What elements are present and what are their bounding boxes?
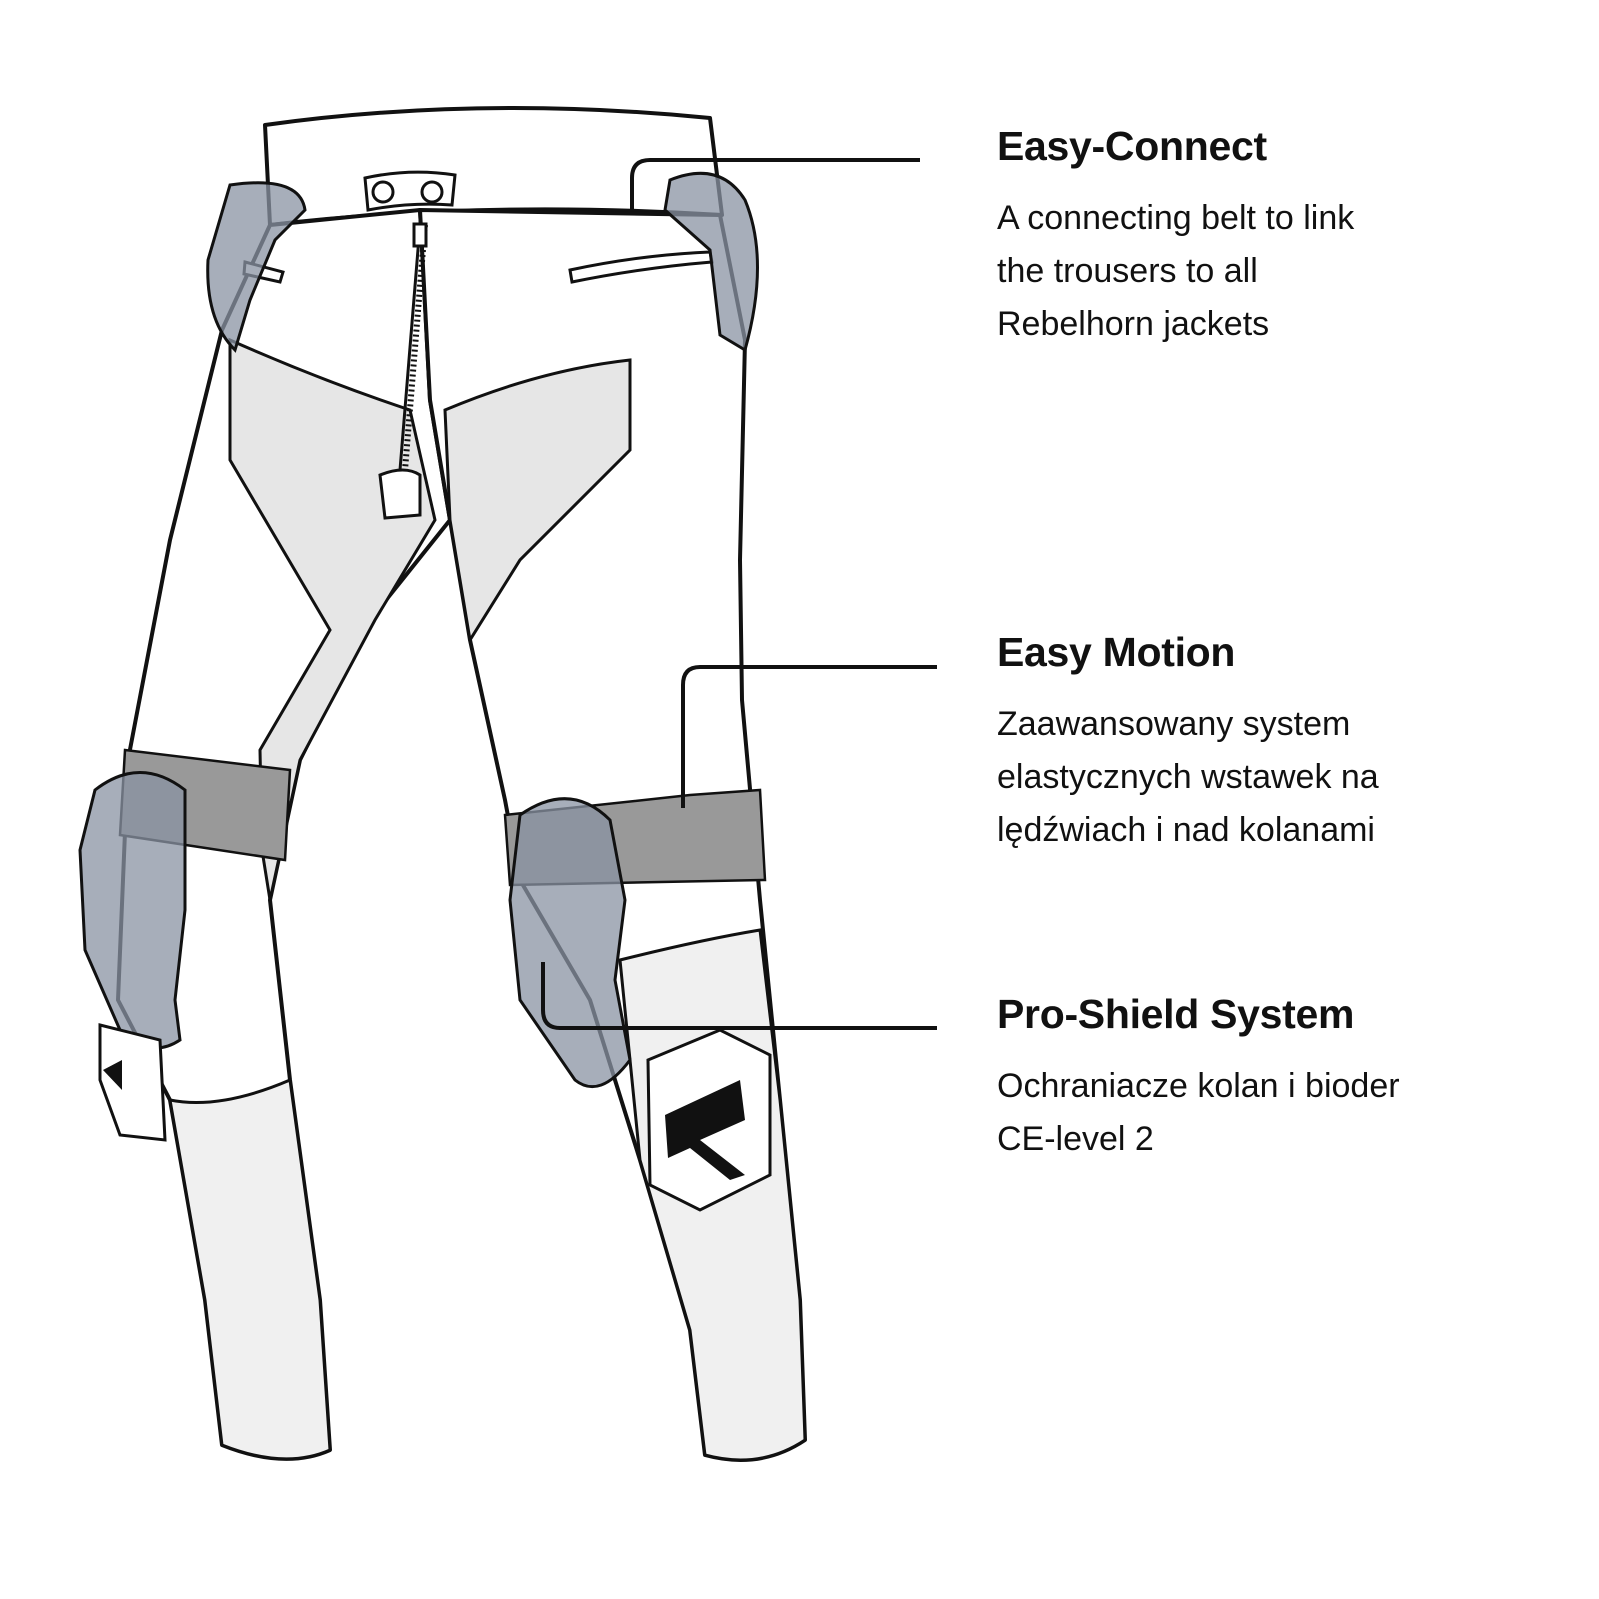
knee-protector-right [508,797,632,1089]
hip-protector-left [206,181,307,353]
description-line: Zaawansowany system [997,705,1351,743]
rebelhorn-logo-plate [98,1023,772,1212]
description-line: the trousers to all [997,252,1258,290]
feature-title: Easy-Connect [997,123,1267,169]
description-line: Rebelhorn jackets [997,305,1270,343]
left-shin-panel [168,1077,332,1461]
description-line: elastycznych wstawek na [997,758,1379,796]
callout-easy-motion [681,665,937,808]
feature-easy-motion: Easy Motion Zaawansowany system elastycz… [997,628,1577,857]
feature-pro-shield: Pro-Shield System Ochraniacze kolan i bi… [997,990,1577,1166]
description-line: CE-level 2 [997,1120,1154,1158]
feature-easy-connect: Easy-Connect A connecting belt to link t… [997,122,1577,351]
feature-title: Pro-Shield System [997,991,1355,1037]
right-panel [443,358,632,645]
hip-protector-right [663,171,759,353]
description-line: Ochraniacze kolan i bioder [997,1067,1400,1105]
callout-easy-connect [630,158,920,210]
feature-title: Easy Motion [997,629,1236,675]
description-line: lędźwiach i nad kolanami [997,811,1375,849]
feature-description: Ochraniacze kolan i bioder CE-level 2 [997,1060,1577,1166]
callout-pro-shield [541,962,937,1030]
waistband [263,106,724,227]
feature-description: A connecting belt to link the trousers t… [997,192,1577,351]
description-line: A connecting belt to link [997,199,1355,237]
feature-description: Zaawansowany system elastycznych wstawek… [997,698,1577,857]
knee-protector-left [78,771,187,1050]
